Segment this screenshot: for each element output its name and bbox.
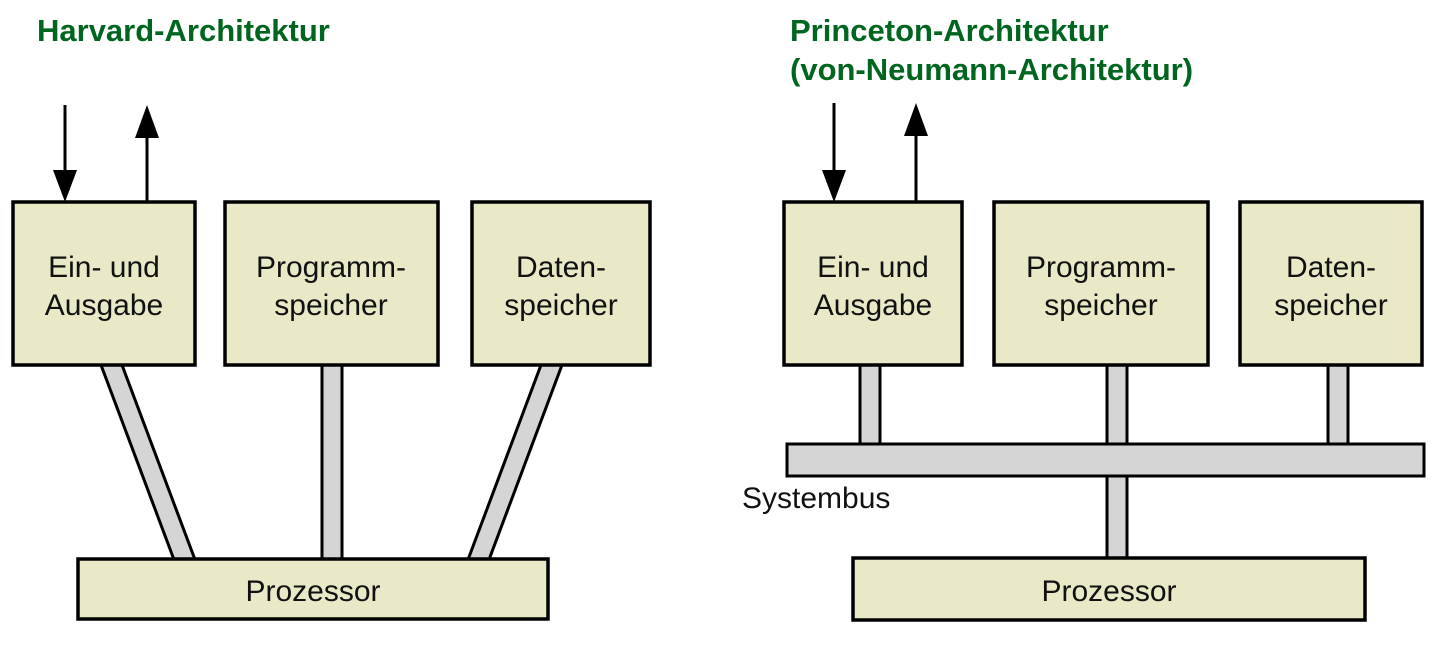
left-bus-connectors	[98, 363, 565, 567]
right-input-arrow-icon	[822, 103, 846, 202]
left-input-arrow-icon	[53, 105, 77, 202]
left-box-program-memory-line1: Programm-	[256, 251, 406, 284]
right-output-arrow-icon	[904, 103, 928, 202]
right-box-data-memory-line2: speicher	[1274, 289, 1387, 322]
right-bus-processor-drop	[1105, 472, 1129, 564]
system-bus-bar	[785, 442, 1426, 478]
left-output-arrow-icon	[135, 105, 159, 202]
left-box-program-memory-line2: speicher	[274, 289, 387, 322]
left-box-data-memory-line2: speicher	[504, 289, 617, 322]
right-diagram-group: Princeton-Architektur (von-Neumann-Archi…	[742, 13, 1426, 622]
right-box-io[interactable]: Ein- und Ausgabe	[782, 200, 964, 367]
right-bus-program-drop	[1105, 363, 1129, 449]
left-bus-program-to-processor	[320, 363, 344, 567]
left-box-io-line2: Ausgabe	[45, 289, 163, 322]
right-box-processor-label: Prozessor	[1041, 575, 1176, 608]
left-box-data-memory[interactable]: Daten- speicher	[470, 200, 652, 367]
left-box-processor[interactable]: Prozessor	[76, 557, 550, 621]
system-bus-label: Systembus	[742, 482, 890, 515]
right-bus-data-drop	[1326, 363, 1350, 449]
left-bus-data-to-processor	[463, 363, 565, 567]
right-box-data-memory[interactable]: Daten- speicher	[1238, 200, 1424, 367]
right-box-program-memory-line2: speicher	[1044, 289, 1157, 322]
left-box-program-memory[interactable]: Programm- speicher	[223, 200, 440, 367]
right-box-program-memory[interactable]: Programm- speicher	[992, 200, 1210, 367]
right-box-io-line2: Ausgabe	[814, 289, 932, 322]
right-box-processor[interactable]: Prozessor	[851, 556, 1367, 622]
left-bus-io-to-processor	[98, 363, 200, 567]
left-box-io[interactable]: Ein- und Ausgabe	[11, 200, 197, 367]
left-box-data-memory-line1: Daten-	[516, 251, 606, 284]
right-diagram-title-line1: Princeton-Architektur	[790, 13, 1109, 48]
right-diagram-title-line2: (von-Neumann-Architektur)	[790, 52, 1193, 87]
right-bus-io-drop	[858, 363, 882, 449]
right-box-io-line1: Ein- und	[817, 251, 929, 284]
right-box-data-memory-line1: Daten-	[1286, 251, 1376, 284]
left-box-processor-label: Prozessor	[245, 575, 380, 608]
right-box-program-memory-line1: Programm-	[1026, 251, 1176, 284]
left-diagram-title: Harvard-Architektur	[37, 13, 330, 48]
left-box-io-line1: Ein- und	[48, 251, 160, 284]
left-diagram-group: Harvard-Architektur Ein- und Au	[11, 13, 652, 621]
